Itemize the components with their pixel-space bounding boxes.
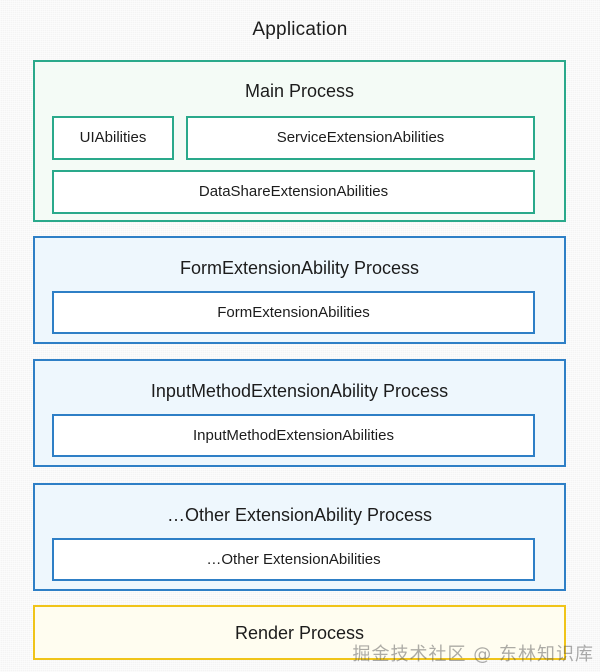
process-title-main: Main Process bbox=[244, 81, 355, 101]
process-box-other-extensionability: …Other ExtensionAbility Process …Other E… bbox=[33, 483, 566, 591]
process-box-main: Main Process UIAbilities ServiceExtensio… bbox=[33, 60, 566, 222]
ability-box-formextensionabilities: FormExtensionAbilities bbox=[52, 291, 535, 334]
ability-box-uiabilities: UIAbilities bbox=[52, 116, 174, 160]
process-title-formextensionability: FormExtensionAbility Process bbox=[179, 258, 420, 278]
process-title-other-extensionability: …Other ExtensionAbility Process bbox=[166, 505, 433, 525]
ability-box-datashareextensionabilities: DataShareExtensionAbilities bbox=[52, 170, 535, 214]
process-title-render: Render Process bbox=[234, 623, 365, 643]
process-box-formextensionability: FormExtensionAbility Process FormExtensi… bbox=[33, 236, 566, 344]
page-title: Application bbox=[252, 19, 348, 40]
ability-box-other-extensionabilities: …Other ExtensionAbilities bbox=[52, 538, 535, 581]
ability-box-serviceextensionabilities: ServiceExtensionAbilities bbox=[186, 116, 535, 160]
process-title-inputmethodextensionability: InputMethodExtensionAbility Process bbox=[150, 381, 449, 401]
process-box-inputmethodextensionability: InputMethodExtensionAbility Process Inpu… bbox=[33, 359, 566, 467]
process-box-render: Render Process bbox=[33, 605, 566, 660]
ability-box-inputmethodextensionabilities: InputMethodExtensionAbilities bbox=[52, 414, 535, 457]
